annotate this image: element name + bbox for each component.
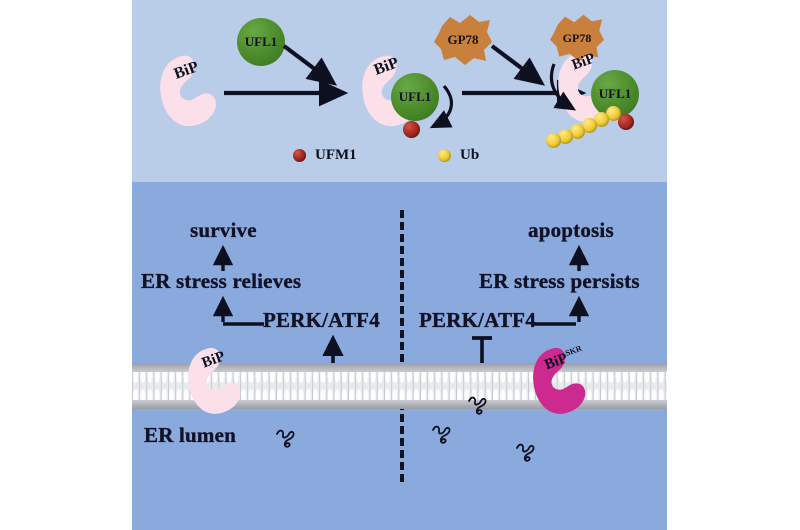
misfolded-protein-squiggle: [514, 440, 538, 464]
ufm1-sphere: [618, 114, 634, 130]
ub-sphere: [546, 133, 561, 148]
legend-label-ufm1: UFM1: [315, 147, 357, 163]
ufl1-binding-arrow: [282, 44, 352, 96]
legend-item-ub: Ub: [438, 147, 479, 164]
gp78-binding-arrow: [490, 44, 560, 96]
ufl1-protein-circle: UFL1: [391, 73, 439, 121]
pathway-label-perk-atf4-left: PERK/ATF4: [263, 308, 380, 332]
apoptosis-arrow: [568, 244, 590, 272]
ub-sphere: [594, 112, 609, 127]
ub-sphere: [606, 106, 621, 121]
perk-atf4-elbow-connector-left: [216, 318, 266, 330]
misfolded-protein-squiggle: [274, 426, 298, 450]
outcome-label-apoptosis: apoptosis: [528, 218, 614, 242]
stress-state-label-persists: ER stress persists: [479, 269, 640, 293]
ufl1-protein-circle: UFL1: [237, 18, 285, 66]
gp78-protein-blob: GP78: [548, 12, 606, 64]
perk-atf4-elbow-connector-right: [532, 318, 582, 330]
legend-item-ufm1: UFM1: [293, 147, 357, 164]
ufm1-sphere: [403, 121, 420, 138]
stress-relief-arrow: [212, 295, 234, 323]
gp78-protein-blob: GP78: [432, 12, 494, 68]
gp78-label: GP78: [562, 30, 592, 45]
stress-persist-arrow: [568, 295, 590, 323]
pathway-figure: BiP UFL1 BiP: [132, 0, 667, 530]
er-lumen-label: ER lumen: [144, 423, 237, 447]
bip-protein-shape: [158, 52, 220, 130]
ufl1-label: UFL1: [244, 34, 278, 49]
ub-legend-icon: [438, 149, 451, 162]
perk-activation-arrow: [322, 334, 344, 366]
ufmylation-pathway-panel: BiP UFL1 BiP: [132, 0, 667, 182]
legend-label-ub: Ub: [460, 147, 480, 163]
ufm1-legend-icon: [293, 149, 306, 162]
stress-state-label-relieves: ER stress relieves: [141, 269, 302, 293]
ufl1-label: UFL1: [398, 89, 432, 104]
ub-sphere: [570, 124, 585, 139]
pathway-label-perk-atf4-right: PERK/ATF4: [419, 308, 536, 332]
misfolded-protein-squiggle: [466, 393, 490, 417]
ufl1-label: UFL1: [598, 86, 632, 101]
ubiquitination-curved-arrow: [546, 62, 592, 118]
er-stress-outcome-panel: survive ER stress relieves PERK/ATF4: [132, 182, 667, 530]
survive-arrow: [212, 244, 234, 272]
bip-mutant-protein-shape: [531, 344, 589, 418]
bip-protein-shape: [186, 344, 244, 418]
ub-sphere: [582, 118, 597, 133]
panel-divider: [400, 210, 404, 482]
reaction-arrow-1: [224, 79, 356, 107]
outcome-label-survive: survive: [190, 218, 257, 242]
misfolded-protein-squiggle: [430, 422, 454, 446]
ufm1-transfer-curved-arrow: [420, 84, 466, 136]
perk-inhibition-tbar: [469, 332, 495, 366]
gp78-label: GP78: [447, 32, 479, 47]
ub-sphere: [558, 129, 573, 144]
